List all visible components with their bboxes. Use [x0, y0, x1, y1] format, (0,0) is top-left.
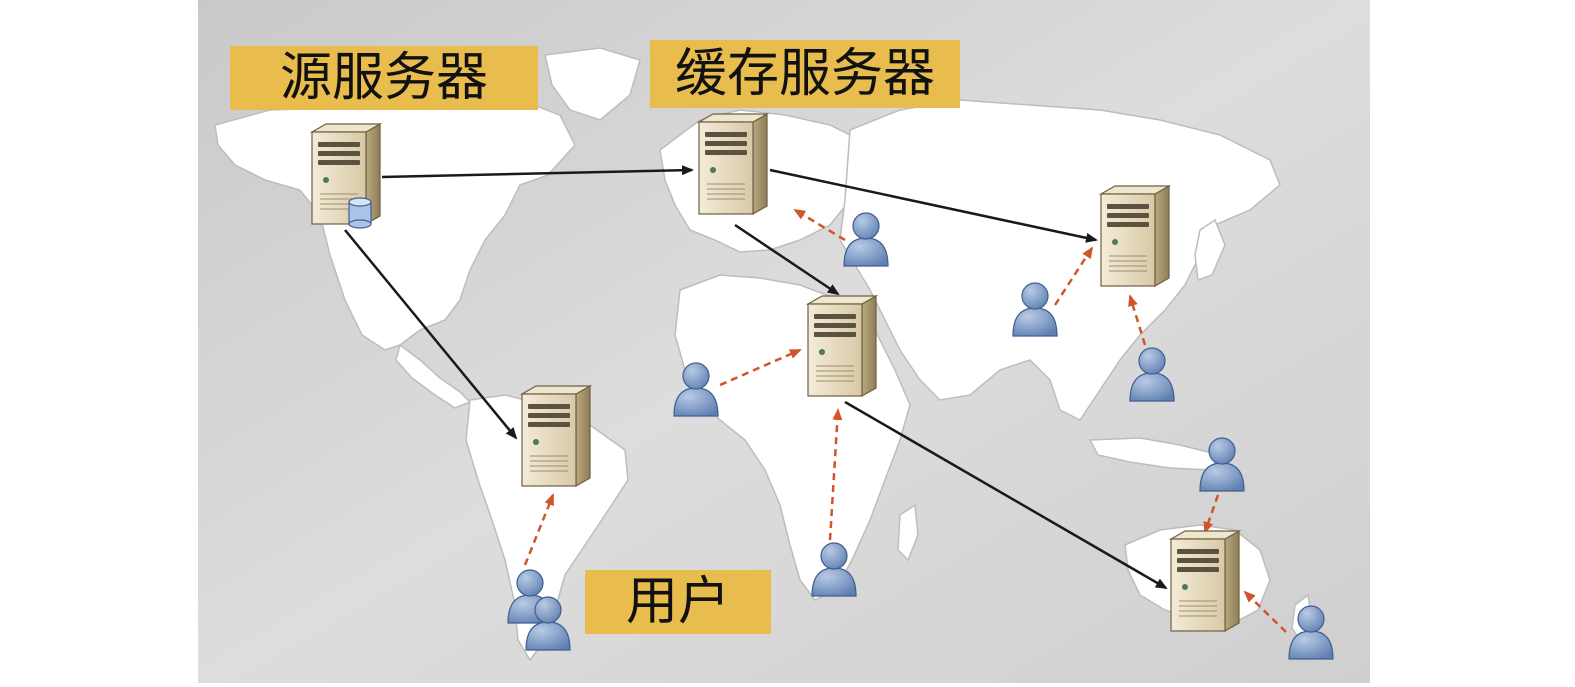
arrow-user-to-aus-n: [1203, 494, 1220, 534]
arrow-europe-to-mideast: [734, 223, 840, 296]
database-icon: [348, 197, 372, 229]
arrow-user-to-asia-2: [1128, 294, 1147, 346]
user-africa-west-icon: [673, 362, 719, 417]
user-label: 用户: [585, 570, 771, 634]
users-layer: [507, 212, 1334, 660]
japan-land: [1194, 218, 1226, 282]
cache-server-europe-icon: [696, 112, 770, 216]
arrow-europe-to-asia: [769, 168, 1098, 243]
user-africa-south-icon: [811, 542, 857, 597]
world-map: [214, 47, 1313, 662]
cache-server-australia-icon: [1168, 529, 1242, 633]
origin-server-label: 源服务器: [230, 46, 538, 110]
user-aus-east-icon: [1288, 605, 1334, 660]
arrow-user-to-europe: [793, 208, 846, 242]
central-america-land: [395, 343, 472, 409]
asia-land: [839, 99, 1281, 421]
user-seasia-icon: [1199, 437, 1245, 492]
arrow-user-to-samerica: [523, 493, 555, 566]
cache-server-asia-icon: [1098, 184, 1172, 288]
cache-server-label: 缓存服务器: [650, 40, 960, 108]
arrow-user-to-mideast-s: [828, 408, 843, 541]
arrow-origin-to-samerica: [344, 229, 518, 440]
greenland-land: [544, 47, 641, 121]
servers-layer: [309, 112, 1242, 633]
cache-server-mideast-icon: [805, 294, 879, 398]
cache-server-south-america-icon: [519, 384, 593, 488]
user-asia-west-icon: [1012, 282, 1058, 337]
origin-server-icon: [309, 122, 383, 229]
arrow-user-to-aus-e: [1243, 590, 1287, 633]
user-samerica-2-icon: [525, 596, 571, 651]
user-asia-south-icon: [1129, 347, 1175, 402]
arrow-mideast-to-aus: [844, 400, 1168, 590]
user-europe-icon: [843, 212, 889, 267]
server-arrows-layer: [344, 165, 1168, 590]
user-arrows-layer: [523, 208, 1287, 633]
madagascar-land: [897, 503, 919, 562]
arrow-origin-to-europe: [381, 165, 694, 179]
arrow-user-to-mideast-w: [719, 348, 802, 387]
